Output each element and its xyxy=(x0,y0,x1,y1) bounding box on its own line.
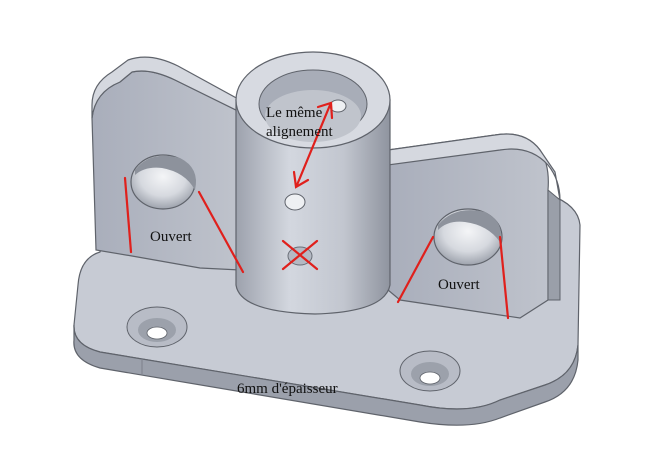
thickness-label: 6mm d'épaisseur xyxy=(237,381,338,397)
alignment-label-line2: alignement xyxy=(266,124,333,140)
alignment-arrow-line xyxy=(295,103,332,187)
base-hole-left xyxy=(126,306,188,348)
alignment-arrow-head-bottom xyxy=(292,170,310,189)
open-label-left: Ouvert xyxy=(150,229,192,245)
alignment-arrow-head-top xyxy=(316,101,334,120)
open-marker-left-2 xyxy=(197,190,245,274)
right-upright-side xyxy=(547,188,561,301)
alignment-label-line1: Le même xyxy=(266,105,323,121)
left-hole-shadow xyxy=(135,155,196,190)
right-upright-top xyxy=(387,133,561,201)
cylinder-body xyxy=(235,99,391,315)
open-marker-right-2 xyxy=(498,235,510,320)
open-marker-left-1 xyxy=(123,176,133,254)
cross-mark-2 xyxy=(281,239,319,271)
red-annotations xyxy=(123,101,510,320)
side-pin-hole xyxy=(284,193,306,211)
base-hole-right xyxy=(399,350,461,392)
right-hole-shadow xyxy=(438,210,501,242)
open-label-right: Ouvert xyxy=(438,277,480,293)
base-plate-front-edge xyxy=(73,324,579,426)
open-marker-right-1 xyxy=(396,235,435,304)
